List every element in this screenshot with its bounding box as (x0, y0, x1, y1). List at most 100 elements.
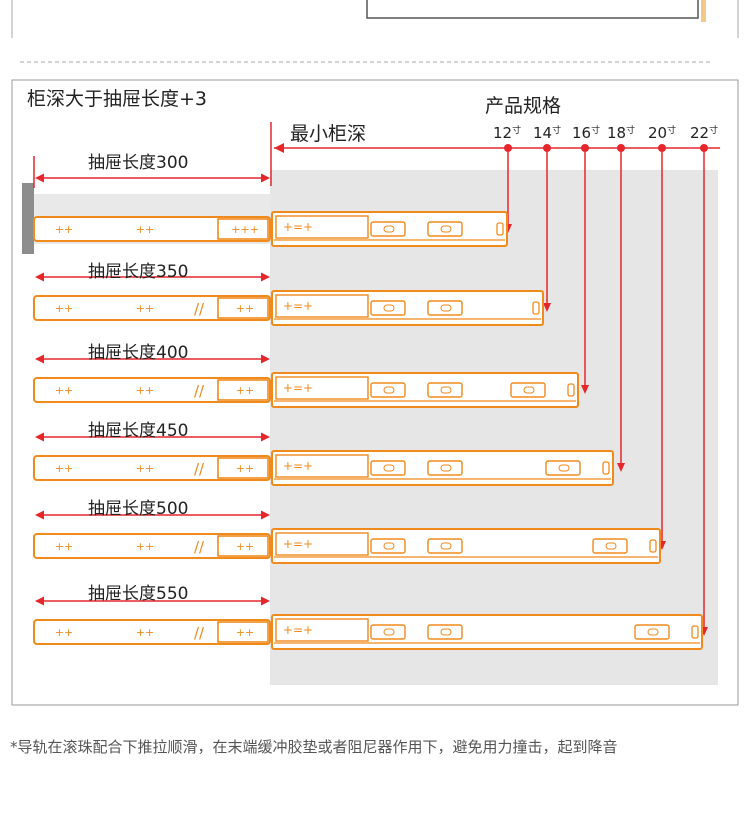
outer-rail-ballcage (275, 618, 369, 642)
mounting-slot (634, 624, 670, 640)
mounting-slot (370, 460, 406, 476)
drawer-arrow-right (261, 432, 270, 442)
size-dot (504, 144, 512, 152)
inner-rail-end (217, 535, 269, 557)
rails-group: ++++++++=+++++++//+=+++++++//+=+++++++//… (33, 143, 720, 650)
top-box-edge (701, 0, 706, 22)
outer-rail-ballcage (275, 454, 369, 478)
rail-break-mark: // (194, 460, 205, 478)
mounting-slot-hole (383, 628, 395, 636)
size-tick-18: 18寸 (607, 124, 636, 142)
mounting-slot (427, 538, 463, 554)
outer-rail-ballcage (275, 376, 369, 400)
mounting-slot (427, 300, 463, 316)
size-tick-20: 20寸 (648, 124, 677, 142)
rail-hole-mark: ++ (136, 626, 154, 639)
inner-rail-end (217, 297, 269, 319)
rail-hole-mark: +=+ (283, 220, 313, 234)
inner-rail (33, 295, 271, 321)
outer-rail-ballcage (275, 532, 369, 556)
size-dot (617, 144, 625, 152)
size-dot (581, 144, 589, 152)
drawer-length-300: 抽屉长度300 (88, 153, 189, 173)
cabinet-depth-rule: 柜深大于抽屉长度+3 (27, 88, 208, 110)
inner-rail-end (217, 457, 269, 479)
drawer-length-450: 抽屉长度450 (88, 421, 189, 441)
rail-hole-mark: ++ (136, 223, 154, 236)
rail-hole-mark: ++ (55, 540, 73, 553)
rear-stop (496, 222, 504, 236)
top-box (366, 0, 699, 19)
footnote: *导轨在滚珠配合下推拉顺滑，在末端缓冲胶垫或者阻尼器作用下，避免用力撞击，起到降… (10, 738, 618, 756)
outer-rail (271, 450, 614, 486)
mounting-slot-hole (440, 542, 452, 550)
mounting-slot-hole (383, 386, 395, 394)
rail-hole-mark: ++ (236, 462, 254, 475)
mounting-slot-hole (440, 386, 452, 394)
drawer-length-350: 抽屉长度350 (88, 262, 189, 282)
rail-hole-mark: ++ (136, 462, 154, 475)
rail-hole-mark: +=+ (283, 459, 313, 473)
rear-stop (567, 383, 575, 397)
mounting-slot-hole (383, 542, 395, 550)
mounting-slot (370, 382, 406, 398)
drawer-arrow-left-1 (35, 173, 44, 183)
inner-rail-end (217, 218, 269, 240)
mounting-slot-hole (383, 464, 395, 472)
mounting-slot (370, 300, 406, 316)
mounting-slot (370, 624, 406, 640)
size-drop-arrowhead (617, 463, 625, 472)
product-spec-title: 产品规格 (485, 95, 562, 117)
inner-rail-end (217, 621, 269, 643)
rail-hole-mark: ++ (236, 302, 254, 315)
size-dot (700, 144, 708, 152)
drawer-arrow-right (261, 354, 270, 364)
drawer-arrow-right-1 (261, 173, 270, 183)
size-dimension-arrowhead (274, 143, 284, 153)
drawer-arrow-left (35, 510, 44, 520)
rail-hole-mark: ++ (136, 302, 154, 315)
inner-rail (33, 455, 271, 481)
mounting-slot-hole (440, 628, 452, 636)
mounting-slot-hole (605, 542, 617, 550)
outer-rail (271, 528, 661, 564)
size-drop-arrowhead (543, 303, 551, 312)
drawer-arrow-left (35, 272, 44, 282)
size-dot (658, 144, 666, 152)
size-tick-14: 14寸 (533, 124, 562, 142)
mounting-slot (592, 538, 628, 554)
outer-rail (271, 372, 579, 408)
mounting-slot (370, 538, 406, 554)
size-dot (543, 144, 551, 152)
rail-hole-mark: ++ (136, 540, 154, 553)
mounting-slot (427, 382, 463, 398)
mounting-slot (545, 460, 581, 476)
rail-hole-mark: ++ (55, 626, 73, 639)
rail-break-mark: // (194, 624, 205, 642)
mounting-slot (510, 382, 546, 398)
cabinet-wall (22, 183, 34, 254)
rail-hole-mark: ++ (236, 540, 254, 553)
inner-rail (33, 377, 271, 403)
rail-hole-mark: ++ (55, 223, 73, 236)
rail-hole-mark: ++ (55, 462, 73, 475)
rail-hole-mark: ++ (236, 384, 254, 397)
inner-rail (33, 533, 271, 559)
inner-rail-end (217, 379, 269, 401)
rail-break-mark: // (194, 538, 205, 556)
mounting-slot-hole (558, 464, 570, 472)
rear-stop (602, 461, 610, 475)
rail-hole-mark: +=+ (283, 537, 313, 551)
size-drop-arrowhead (581, 385, 589, 394)
min-cabinet-depth-label: 最小柜深 (290, 123, 367, 145)
outer-rail-ballcage (275, 294, 369, 318)
main-frame (11, 79, 739, 706)
inner-rail (33, 216, 271, 242)
drawer-length-500: 抽屉长度500 (88, 499, 189, 519)
rail-hole-mark: +=+ (283, 381, 313, 395)
outer-rail-ballcage (275, 215, 369, 239)
mounting-slot (370, 221, 406, 237)
rail-hole-mark: ++ (55, 302, 73, 315)
rail-break-mark: // (194, 382, 205, 400)
mounting-slot-hole (440, 304, 452, 312)
